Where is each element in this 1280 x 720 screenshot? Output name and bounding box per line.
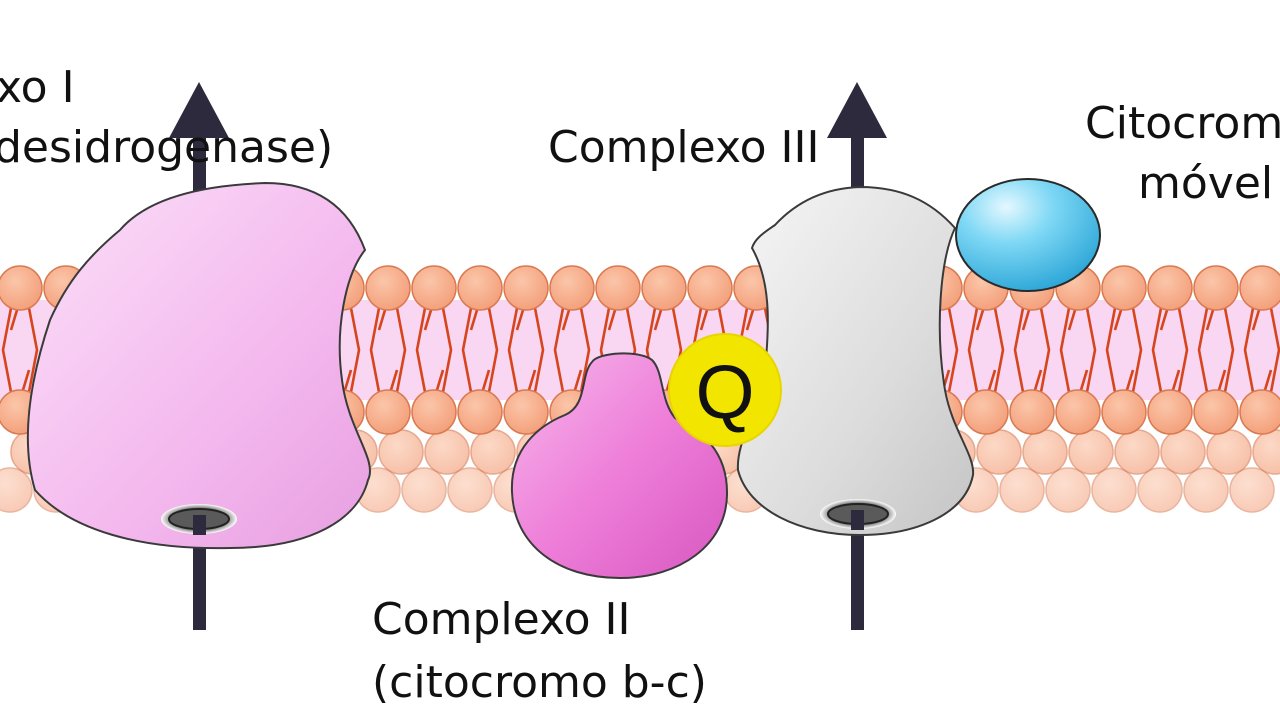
lipid-head — [411, 389, 457, 435]
lipid-head — [1206, 429, 1252, 475]
lipid-tail — [1243, 307, 1280, 393]
lipid-head — [365, 389, 411, 435]
complex-ii-label-line2: (citocromo b-c) — [372, 657, 707, 708]
complex-iii-arrow — [827, 82, 887, 630]
complex-i-label-line2: desidrogenase) — [0, 122, 334, 173]
cytochrome-label-line1: Citocrom — [1085, 98, 1280, 149]
lipid-tail — [369, 307, 407, 393]
lipid-head — [424, 429, 470, 475]
lipid-head — [378, 429, 424, 475]
lipid-head — [1147, 265, 1193, 311]
lipid-head — [503, 389, 549, 435]
cytochrome-protein — [955, 178, 1101, 292]
lipid-head — [687, 265, 733, 311]
lipid-head — [447, 467, 493, 513]
lipid-head — [411, 265, 457, 311]
complex-iii-protein — [736, 185, 975, 537]
lipid-head — [1055, 389, 1101, 435]
lipid-head — [0, 265, 43, 311]
lipid-head — [1009, 389, 1055, 435]
lipid-head — [1239, 265, 1280, 311]
lipid-head — [641, 265, 687, 311]
lipid-head — [1068, 429, 1114, 475]
lipid-head — [976, 429, 1022, 475]
lipid-head — [1101, 265, 1147, 311]
lipid-tail — [1197, 307, 1235, 393]
lipid-head — [1101, 389, 1147, 435]
lipid-head — [1183, 467, 1229, 513]
lipid-tail — [1013, 307, 1051, 393]
lipid-tail — [415, 307, 453, 393]
lipid-head — [503, 265, 549, 311]
lipid-head — [1022, 429, 1068, 475]
complex-i-protein — [26, 181, 371, 550]
lipid-head — [1193, 389, 1239, 435]
lipid-tail — [553, 307, 591, 393]
lipid-head — [470, 429, 516, 475]
lipid-head — [1045, 467, 1091, 513]
cytochrome-label-line2: móvel — [1138, 158, 1274, 209]
lipid-head — [1137, 467, 1183, 513]
lipid-head — [1229, 467, 1275, 513]
lipid-head — [1193, 265, 1239, 311]
lipid-head — [457, 389, 503, 435]
lipid-tail — [645, 307, 683, 393]
lipid-head — [365, 265, 411, 311]
lipid-head — [549, 265, 595, 311]
lipid-head — [0, 467, 33, 513]
complex-iii-label: Complexo III — [548, 122, 820, 173]
lipid-head — [1091, 467, 1137, 513]
lipid-tail — [1, 307, 39, 393]
complex-i-label-line1: xo I — [0, 62, 75, 113]
lipid-tail — [1059, 307, 1097, 393]
lipid-tail — [1105, 307, 1143, 393]
lipid-head — [963, 389, 1009, 435]
complex-ii-protein — [510, 352, 729, 580]
lipid-head — [1252, 429, 1280, 475]
lipid-tail — [599, 307, 637, 393]
lipid-head — [457, 265, 503, 311]
q-marker: Q — [668, 333, 782, 447]
lipid-head — [1239, 389, 1280, 435]
lipid-tail — [1151, 307, 1189, 393]
lipid-tail — [967, 307, 1005, 393]
lipid-tail — [507, 307, 545, 393]
lipid-head — [999, 467, 1045, 513]
lipid-head — [1114, 429, 1160, 475]
lipid-head — [595, 265, 641, 311]
lipid-head — [1160, 429, 1206, 475]
lipid-head — [401, 467, 447, 513]
q-marker-label: Q — [695, 350, 754, 435]
complex-ii-label-line1: Complexo II — [372, 594, 631, 645]
lipid-head — [1147, 389, 1193, 435]
lipid-tail — [461, 307, 499, 393]
